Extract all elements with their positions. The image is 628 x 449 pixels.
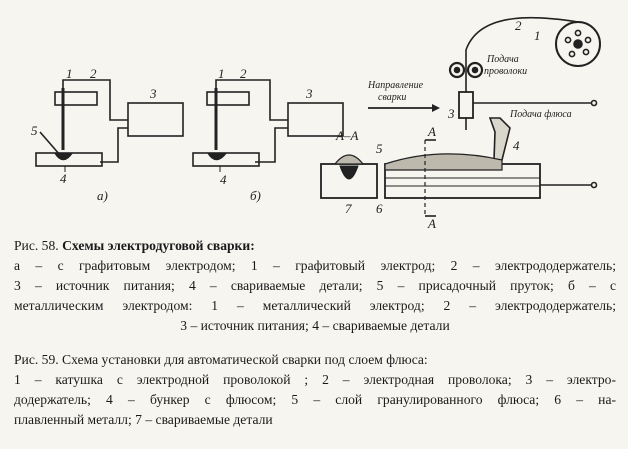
- label-section-aa: А–А: [335, 128, 358, 143]
- caption-fig-59: Рис. 59. Схема установки для автоматичес…: [0, 350, 628, 430]
- holder-a: [54, 91, 98, 106]
- caption-58-title-text: Схемы электродуговой сварки:: [62, 238, 255, 253]
- label-b-2: 2: [240, 66, 247, 81]
- weld-pool-b: [207, 152, 227, 161]
- wire-b-bottom: [255, 127, 288, 163]
- label-b-3: 3: [305, 86, 313, 101]
- label-b-4: 4: [220, 172, 227, 187]
- scheme-59: [320, 16, 601, 217]
- label-direction-1: Направление: [367, 80, 424, 91]
- caption-58-line-1: а – с графитовым электродом; 1 – графито…: [14, 258, 616, 273]
- label-feed-wire-2: проволоки: [484, 66, 527, 77]
- caption-58-line-2: 3 – источник питания; 4 – свариваемые де…: [14, 278, 616, 293]
- caption-58-line-3: металлическим электродом: 1 – металличес…: [14, 298, 616, 313]
- workpiece-b: [192, 152, 260, 167]
- caption-58-title: Рис. 58. Схемы электродуговой сварки:: [0, 236, 628, 256]
- label-feed-wire-1: Подача: [486, 54, 519, 65]
- weld-pool-a: [54, 152, 73, 161]
- feed-roller-right: [466, 61, 484, 79]
- power-source-b: [287, 102, 344, 137]
- label-cut-a-top: А: [427, 124, 436, 139]
- electrode-holder-59: [458, 91, 474, 119]
- wire-b-top: [215, 79, 288, 121]
- caption-59-line-3: плавленный металл; 7 – свариваемые детал…: [14, 412, 273, 427]
- label-b-1: 1: [218, 66, 225, 81]
- power-source-a: [127, 102, 184, 137]
- wire-a-bottom: [100, 127, 128, 163]
- label-cut-a-bottom: А: [427, 216, 436, 231]
- section-flux: [333, 154, 365, 165]
- caption-58-line-4: 3 – источник питания; 4 – свариваемые де…: [180, 318, 450, 333]
- scheme-b: [192, 79, 344, 172]
- label-a-3: 3: [149, 86, 157, 101]
- scheme-a: [35, 79, 184, 172]
- flux-hopper: [488, 117, 511, 161]
- caption-fig-58: Рис. 58. Схемы электродуговой сварки: а …: [0, 236, 628, 336]
- label-feed-flux: Подача флюса: [509, 109, 572, 120]
- holder-b: [206, 91, 250, 106]
- caption-58-prefix: Рис. 58.: [14, 238, 59, 253]
- label-b-letter: б): [250, 188, 261, 203]
- label-59-3: 3: [447, 106, 455, 121]
- caption-59-line-2: додержатель; 4 – бункер с флюсом; 5 – сл…: [14, 392, 616, 407]
- label-59-4: 4: [513, 138, 520, 153]
- filler-rod-a: [39, 131, 61, 156]
- label-a-2: 2: [90, 66, 97, 81]
- label-a-1: 1: [66, 66, 73, 81]
- caption-59-title: Рис. 59. Схема установки для автоматичес…: [14, 352, 428, 367]
- feed-roller-left: [448, 61, 466, 79]
- label-59-5: 5: [376, 141, 383, 156]
- label-59-2: 2: [515, 18, 522, 33]
- label-59-6: 6: [376, 201, 383, 216]
- label-a-4: 4: [60, 171, 67, 186]
- label-59-1: 1: [534, 28, 541, 43]
- label-a-letter: a): [97, 188, 108, 203]
- label-a-5: 5: [31, 123, 38, 138]
- electrode-wire: [465, 16, 579, 130]
- caption-59-line-1: 1 – катушка с электродной проволокой ; 2…: [14, 372, 616, 387]
- flux-layer: [384, 153, 503, 171]
- wire-a-top: [62, 79, 128, 121]
- label-direction-2: сварки: [378, 92, 406, 103]
- welding-schemes-figure: 1 2 3 4 5 a) 1 2 3 4 б): [31, 16, 601, 231]
- label-59-7: 7: [345, 201, 352, 216]
- section-weld: [339, 165, 359, 180]
